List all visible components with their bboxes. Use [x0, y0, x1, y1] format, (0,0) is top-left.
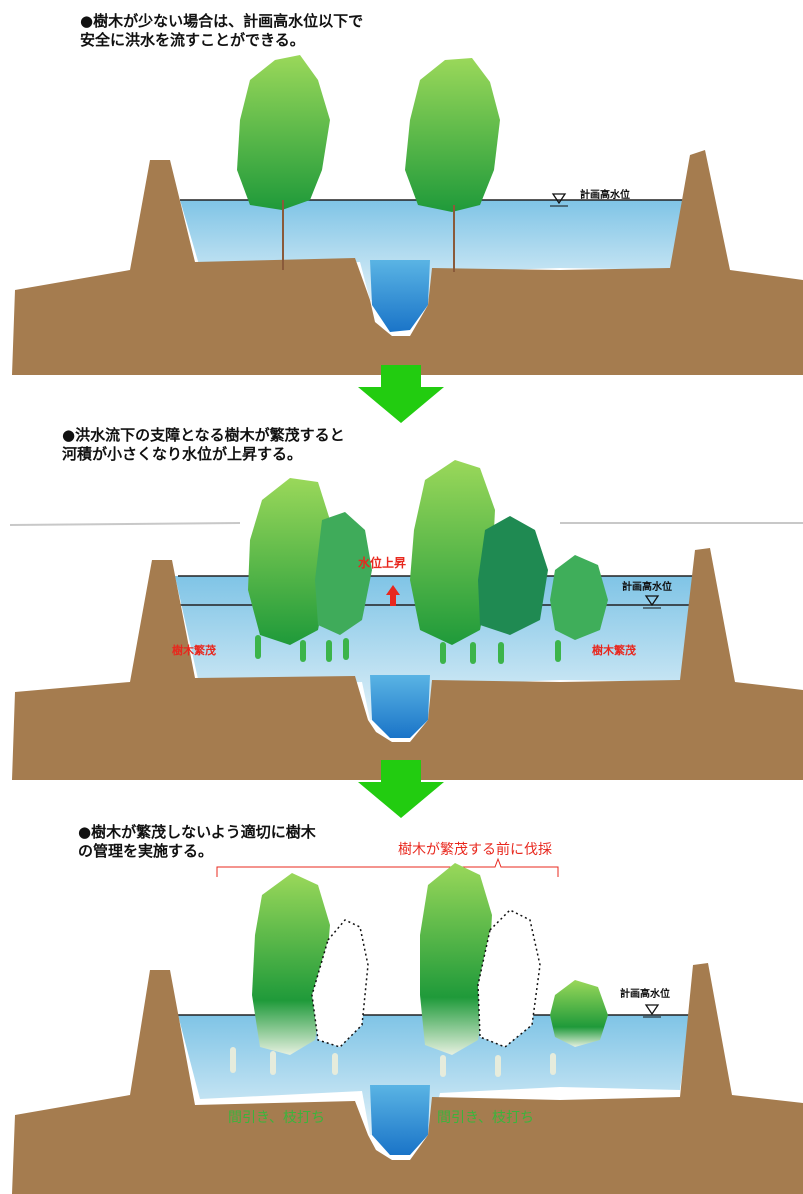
ground: [12, 548, 803, 780]
ground: [12, 963, 803, 1194]
down-arrow: [358, 760, 444, 818]
panel3-caption: ●樹木が繁茂しないよう適切に樹木 の管理を実施する。: [78, 823, 316, 860]
thinning-label-right: 間引き、枝打ち: [437, 1110, 535, 1126]
rise-label: 水位上昇: [358, 556, 407, 570]
tree: [405, 58, 500, 212]
panel3-illustration: [12, 857, 803, 1194]
rise-arrow: [386, 585, 400, 606]
panel-overgrowth: ●洪水流下の支障となる樹木が繁茂すると 河積が小さくなり水位が上昇する。: [0, 420, 803, 780]
tree: [550, 555, 608, 640]
tree: [478, 516, 548, 635]
tree: [248, 478, 330, 645]
overgrowth-label-left: 樹木繁茂: [172, 644, 216, 657]
main-channel-water: [370, 260, 430, 332]
flood-water: [180, 200, 690, 300]
panel2-caption: ●洪水流下の支障となる樹木が繁茂すると 河積が小さくなり水位が上昇する。: [62, 426, 345, 463]
water-level-symbol: [644, 1004, 660, 1016]
panel1-caption: ●樹木が少ない場合は、計画高水位以下で 安全に洪水を流すことができる。: [80, 12, 364, 49]
thinned-shrubs: [230, 1047, 556, 1077]
cut-label: 樹木が繁茂する前に伐採: [398, 842, 552, 858]
ground: [12, 150, 803, 375]
water-level-symbol: [644, 595, 660, 607]
tree: [315, 512, 372, 635]
tree: [237, 55, 330, 210]
water-level-label: 計画高水位: [620, 989, 670, 1000]
down-arrow: [358, 365, 444, 423]
panel2-illustration: [9, 460, 803, 780]
tree: [550, 980, 608, 1047]
water-level-label: 計画高水位: [580, 190, 630, 201]
removed-tree-outline: [311, 919, 369, 1048]
cut-bracket: [216, 857, 559, 877]
tree: [410, 460, 495, 645]
water-level-label: 計画高水位: [622, 582, 672, 593]
shrubs: [255, 635, 561, 664]
thinning-label-left: 間引き、枝打ち: [228, 1110, 326, 1126]
panel-few-trees: ●樹木が少ない場合は、計画高水位以下で 安全に洪水を流すことができる。: [0, 0, 803, 375]
panel1-illustration: [12, 55, 803, 375]
removed-tree-outline: [477, 909, 541, 1048]
panel-management: ●樹木が繁茂しないよう適切に樹木 の管理を実施する。 樹木が繁茂する前に伐採: [0, 815, 803, 1194]
tree: [420, 863, 492, 1055]
water-level-symbol: [551, 193, 567, 205]
overgrowth-label-right: 樹木繁茂: [592, 644, 636, 657]
tree: [252, 873, 330, 1055]
